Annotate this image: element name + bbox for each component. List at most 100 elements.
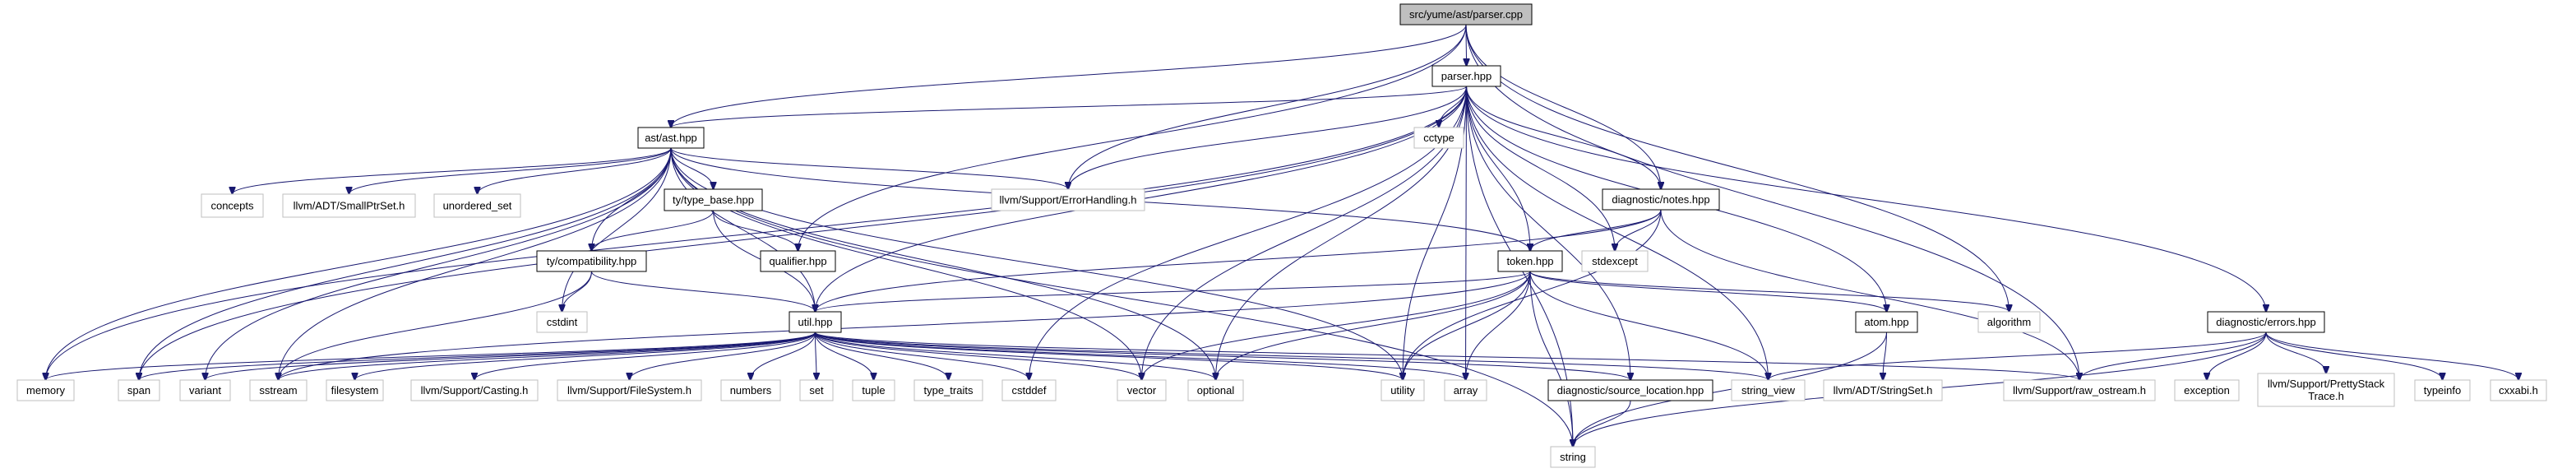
- node-vector: vector: [1117, 379, 1167, 401]
- node-box: [16, 379, 75, 401]
- node-type-base[interactable]: ty/type_base.hpp: [664, 188, 763, 211]
- node-label: algorithm: [1987, 316, 2031, 328]
- node-label: string: [1560, 451, 1586, 463]
- node-label: variant: [189, 384, 221, 396]
- node-label: unordered_set: [443, 200, 512, 212]
- edge-errors_hpp-to-prettystack: [2265, 332, 2326, 373]
- edge-token_hpp-to-algorithm: [1529, 271, 2009, 312]
- node-source-location[interactable]: diagnostic/source_location.hpp: [1547, 379, 1713, 401]
- edge-parser_hpp-to-source_location: [1466, 86, 1631, 380]
- edge-token_hpp-to-array: [1466, 271, 1531, 380]
- node-label: string_view: [1741, 384, 1796, 396]
- node-box: [1117, 379, 1167, 401]
- node-box: [1444, 379, 1487, 401]
- edge-token_hpp-to-optional: [1216, 271, 1531, 380]
- edge-token_hpp-to-vector: [1142, 271, 1531, 380]
- node-label: sstream: [259, 384, 297, 396]
- node-parser-cpp[interactable]: src/yume/ast/parser.cpp: [1399, 3, 1533, 26]
- node-label: diagnostic/notes.hpp: [1612, 193, 1709, 206]
- edge-parser_cpp-to-qualifier: [798, 24, 1467, 251]
- node-util-hpp[interactable]: util.hpp: [789, 311, 842, 333]
- node-box: [1001, 379, 1057, 401]
- node-box: [1497, 250, 1563, 272]
- node-box: [720, 379, 781, 401]
- edge-ast_hpp-to-errorhandling: [670, 147, 1068, 189]
- node-label: vector: [1127, 384, 1157, 396]
- node-box: [1431, 65, 1501, 87]
- node-label: llvm/ADT/SmallPtrSet.h: [294, 200, 405, 212]
- node-box: [852, 379, 895, 401]
- node-label: numbers: [730, 384, 772, 396]
- node-errors-hpp[interactable]: diagnostic/errors.hpp: [2207, 311, 2325, 333]
- node-algorithm: algorithm: [1977, 311, 2041, 333]
- node-cstdint: cstdint: [536, 311, 588, 333]
- edge-parser_hpp-to-cstddef: [1029, 86, 1467, 380]
- node-qualifier[interactable]: qualifier.hpp: [760, 250, 836, 272]
- edge-errors_hpp-to-typeinfo: [2265, 332, 2443, 380]
- edge-util_hpp-to-tuple: [815, 332, 874, 380]
- node-label: diagnostic/source_location.hpp: [1557, 384, 1704, 396]
- edge-util_hpp-to-utility: [815, 332, 1404, 380]
- edge-atom_hpp-to-stringset: [1883, 332, 1887, 380]
- node-type-traits: type_traits: [913, 379, 983, 401]
- edge-util_hpp-to-raw_ostream: [815, 332, 2080, 380]
- edge-util_hpp-to-array: [815, 332, 1466, 380]
- node-variant: variant: [179, 379, 231, 401]
- node-label: filesystem: [331, 384, 379, 396]
- node-array: array: [1444, 379, 1487, 401]
- edge-parser_hpp-to-memory: [46, 86, 1467, 380]
- node-parser-hpp[interactable]: parser.hpp: [1431, 65, 1501, 87]
- node-label: array: [1454, 384, 1478, 396]
- edge-util_hpp-to-vector: [815, 332, 1142, 380]
- edge-parser_hpp-to-array: [1466, 86, 1467, 380]
- node-box: [1602, 188, 1720, 211]
- node-filesystem-h: llvm/Support/FileSystem.h: [557, 379, 702, 401]
- node-label: tuple: [862, 384, 885, 396]
- node-box: [118, 379, 160, 401]
- edge-ast_hpp-to-smallptrset: [349, 147, 672, 194]
- node-label: diagnostic/errors.hpp: [2216, 316, 2315, 328]
- edge-compatibility-to-util_hpp: [591, 271, 816, 312]
- node-numbers: numbers: [720, 379, 781, 401]
- edge-atom_hpp-to-string: [1573, 332, 1887, 447]
- node-label: parser.hpp: [1441, 70, 1491, 82]
- node-token-hpp[interactable]: token.hpp: [1497, 250, 1563, 272]
- node-label: atom.hpp: [1864, 316, 1908, 328]
- edge-errors_hpp-to-exception: [2207, 332, 2267, 380]
- edge-util_hpp-to-cstddef: [815, 332, 1029, 380]
- node-box: [1399, 3, 1533, 26]
- node-box: [2414, 379, 2471, 401]
- node-label: ty/compatibility.hpp: [547, 255, 637, 267]
- edge-token_hpp-to-utility: [1403, 271, 1531, 380]
- node-exception: exception: [2174, 379, 2240, 401]
- edge-util_hpp-to-filesystem_h: [630, 332, 816, 380]
- edge-token_hpp-to-util_hpp: [816, 271, 1531, 312]
- node-notes-hpp[interactable]: diagnostic/notes.hpp: [1602, 188, 1720, 211]
- edge-notes_hpp-to-utility: [1403, 209, 1662, 380]
- node-set: set: [799, 379, 834, 401]
- node-unordered-set: unordered_set: [433, 193, 521, 218]
- edge-parser_cpp-to-raw_ostream: [1465, 24, 2079, 380]
- edge-util_hpp-to-span: [139, 332, 816, 380]
- node-label: llvm/Support/Casting.h: [421, 384, 529, 396]
- node-atom-hpp[interactable]: atom.hpp: [1855, 311, 1918, 333]
- edge-ast_hpp-to-variant: [206, 147, 672, 380]
- node-label: cxxabi.h: [2499, 384, 2538, 396]
- node-box: [1187, 379, 1244, 401]
- edge-util_hpp-to-source_location: [815, 332, 1631, 380]
- node-label: memory: [26, 384, 65, 396]
- edge-parser_hpp-to-cctype: [1439, 86, 1467, 128]
- node-ast-hpp[interactable]: ast/ast.hpp: [637, 127, 705, 149]
- node-label: Trace.h: [2308, 390, 2344, 402]
- edge-token_hpp-to-string_view: [1529, 271, 1769, 380]
- edge-ast_hpp-to-memory: [46, 147, 672, 380]
- edge-ast_hpp-to-cstdint: [562, 147, 672, 312]
- node-compatibility[interactable]: ty/compatibility.hpp: [536, 250, 647, 272]
- node-label: type_traits: [924, 384, 974, 396]
- edge-notes_hpp-to-raw_ostream: [1660, 209, 2079, 380]
- edge-util_hpp-to-sstream: [279, 332, 816, 380]
- node-stringset: llvm/ADT/StringSet.h: [1823, 379, 1943, 401]
- node-box: [536, 311, 588, 333]
- edge-util_hpp-to-memory: [46, 332, 816, 380]
- node-box: [789, 311, 842, 333]
